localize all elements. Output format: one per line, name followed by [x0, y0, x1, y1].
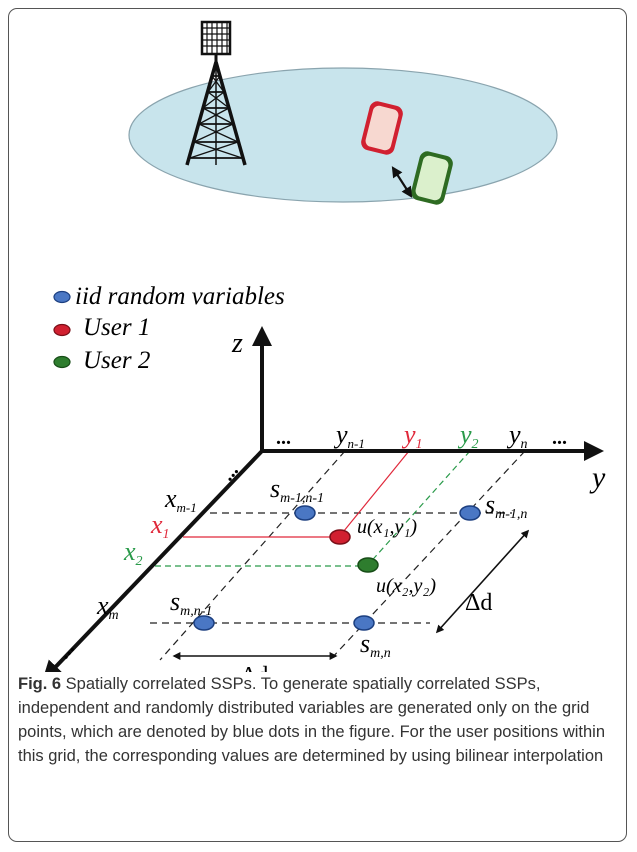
legend-label-user1: User 1: [83, 314, 150, 341]
delta-d-diagonal-arrow: [435, 529, 530, 634]
y-dots-left: ...: [276, 427, 291, 449]
base-station-tower-icon: [185, 20, 247, 166]
x-dots-top: ...: [216, 460, 242, 486]
label-u2: u(x₂,y₂): [376, 575, 436, 597]
delta-d-diagonal-label: Δd: [465, 590, 492, 616]
delta-d-horizontal-label: Δd: [241, 663, 268, 672]
user2-projection-lines: [155, 450, 471, 567]
x-tick-m-1: xm-1: [164, 484, 197, 515]
user-link-arrow: [391, 166, 413, 198]
user-1-device-icon: [361, 101, 403, 155]
y-dots-right: ...: [552, 427, 567, 449]
label-s-m-1-n-1: sm-1,n-1: [270, 474, 324, 506]
label-s-m-n: sm,n: [360, 629, 391, 661]
figure-frame: [8, 8, 627, 842]
y-axis-label: y: [589, 461, 606, 494]
user1-point: [329, 529, 351, 545]
caption-text: Spatially correlated SSPs. To generate s…: [18, 675, 606, 765]
user-2-device-icon: [411, 151, 453, 205]
x-axis: [42, 449, 264, 672]
y-tick-n: yn: [506, 420, 528, 452]
y-tick-1: y1: [401, 420, 423, 452]
legend-label-iid: iid random variables: [75, 283, 285, 310]
label-s-m-1-n: sm-1,n: [485, 490, 527, 522]
legend-swatch-blue: [53, 290, 71, 304]
axes: [42, 326, 604, 672]
legend-swatch-green: [53, 355, 71, 369]
legend: iid random variables User 1 User 2: [53, 283, 285, 374]
caption-label: Fig. 6: [18, 675, 62, 693]
y-tick-2: y2: [457, 420, 479, 452]
coverage-area: [128, 67, 558, 203]
x-tick-2: x2: [123, 537, 143, 569]
figure-caption: Fig. 6 Spatially correlated SSPs. To gen…: [18, 672, 618, 768]
x-tick-m: xm: [96, 591, 119, 623]
grid-points: [193, 505, 481, 631]
x-axis-label: x: [59, 665, 73, 672]
legend-label-user2: User 2: [83, 347, 150, 374]
grid-point-m-1-n: [459, 505, 481, 521]
z-axis-label: z: [231, 328, 243, 359]
ssp-diagram: iid random variables User 1 User 2 z y x…: [42, 20, 606, 672]
label-s-m-n-1: sm,n-1: [170, 587, 212, 619]
grid-point-m-1-n-1: [294, 505, 316, 521]
label-u1: u(x₁,y₁): [357, 516, 417, 538]
user1-projection-lines: [183, 450, 410, 538]
user2-point: [357, 557, 379, 573]
grid-lines: [150, 450, 526, 661]
legend-swatch-red: [53, 323, 71, 337]
grid-point-m-n: [353, 615, 375, 631]
x-dots-bottom: ...: [52, 638, 78, 664]
y-tick-n-1: yn-1: [333, 420, 365, 451]
x-tick-1: x1: [150, 510, 170, 542]
grid-point-m-n-1: [193, 615, 215, 631]
